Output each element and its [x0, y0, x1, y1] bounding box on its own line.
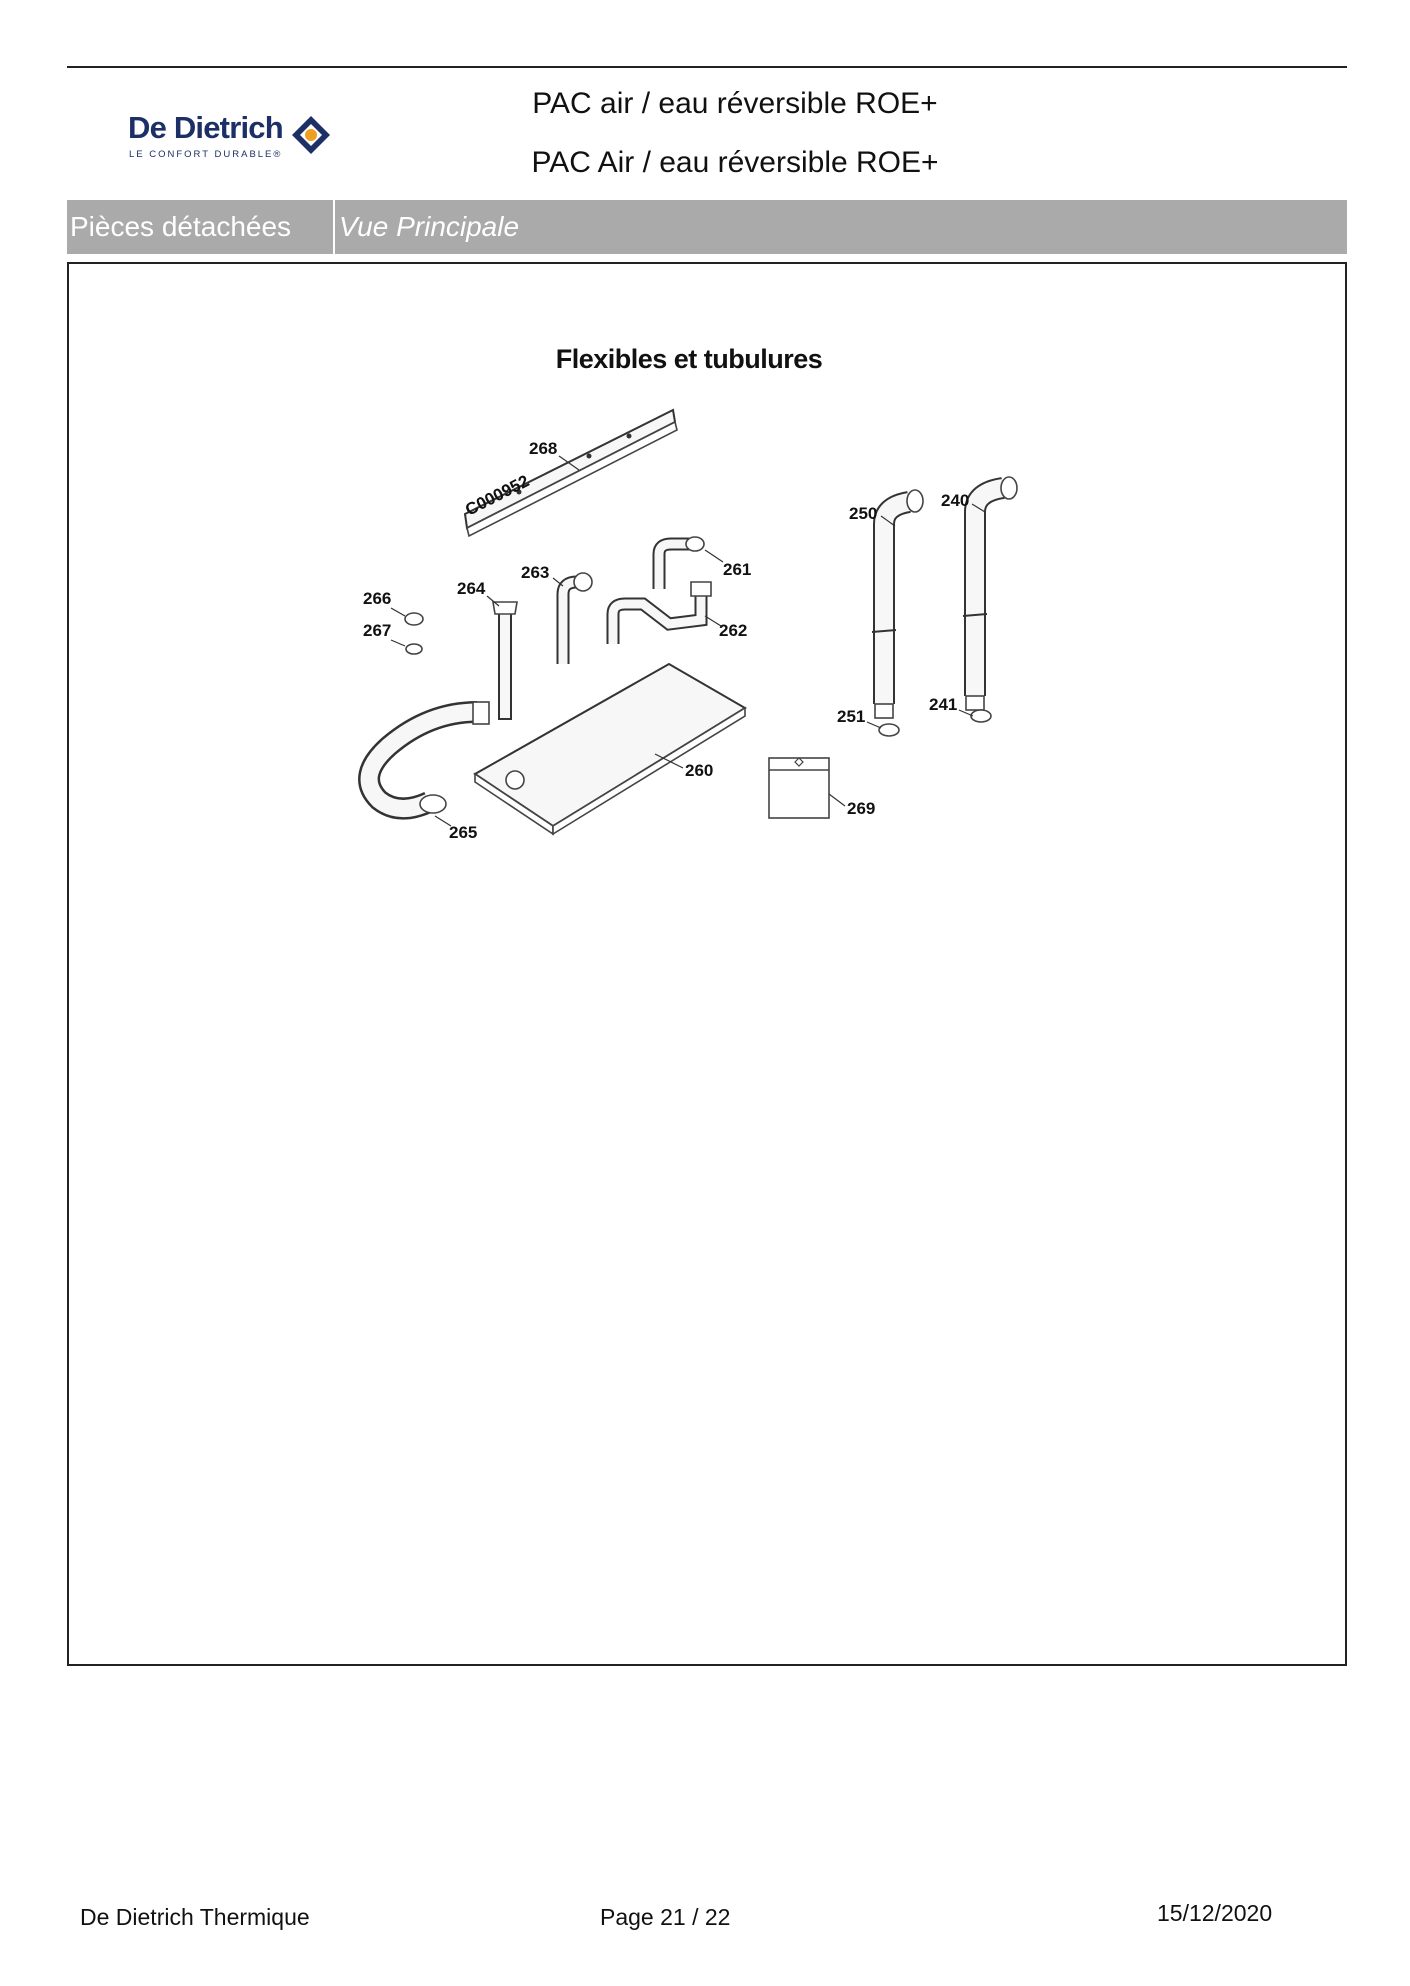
exploded-view-drawing: C000952 268 250 240 261	[358, 408, 1018, 842]
section-header-bar: Pièces détachées Vue Principale	[67, 200, 1347, 254]
footer-date: 15/12/2020	[1157, 1900, 1273, 1926]
footer-page-number: Page 21 / 22	[600, 1904, 731, 1930]
part-265-hose	[358, 701, 490, 820]
part-261-elbow	[652, 536, 705, 589]
document-title: PAC air / eau réversible ROE+	[532, 87, 938, 120]
label-250: 250	[849, 504, 877, 523]
label-262: 262	[719, 621, 747, 640]
document-subtitle: PAC Air / eau réversible ROE+	[531, 146, 939, 179]
part-268-rail: C000952	[462, 408, 678, 538]
label-251: 251	[837, 707, 865, 726]
logo-tagline: LE CONFORT DURABLE®	[129, 149, 283, 160]
logo-wordmark: De Dietrich	[128, 110, 284, 145]
part-241-washer	[970, 709, 992, 723]
exploded-view-frame: Flexibles et tubulures C000952 268 250	[67, 262, 1347, 1666]
label-261: 261	[723, 560, 751, 579]
label-267: 267	[363, 621, 391, 640]
label-260: 260	[685, 761, 713, 780]
part-262-pipe	[606, 581, 712, 644]
part-263-pipe	[556, 572, 593, 664]
part-269-bag	[768, 757, 830, 819]
part-264-pipe	[492, 601, 518, 720]
label-266: 266	[363, 589, 391, 608]
label-269: 269	[847, 799, 875, 818]
part-266-washer	[404, 612, 424, 626]
section-category: Pièces détachées	[67, 200, 335, 254]
part-267-washer	[405, 643, 423, 655]
logo-diamond-icon	[292, 116, 330, 154]
label-240: 240	[941, 491, 969, 510]
label-265: 265	[449, 823, 477, 842]
label-263: 263	[521, 563, 549, 582]
part-251-washer	[878, 723, 900, 737]
part-260-tray	[473, 662, 747, 836]
top-rule	[67, 66, 1347, 68]
part-240-pipe	[962, 476, 1018, 711]
part-250-pipe	[871, 489, 924, 719]
footer-company: De Dietrich Thermique	[80, 1904, 310, 1930]
label-268: 268	[529, 439, 557, 458]
label-241: 241	[929, 695, 957, 714]
diagram-title: Flexibles et tubulures	[555, 344, 823, 374]
label-264: 264	[457, 579, 486, 598]
brand-logo: De Dietrich LE CONFORT DURABLE®	[128, 108, 358, 168]
section-view-name: Vue Principale	[339, 211, 520, 242]
